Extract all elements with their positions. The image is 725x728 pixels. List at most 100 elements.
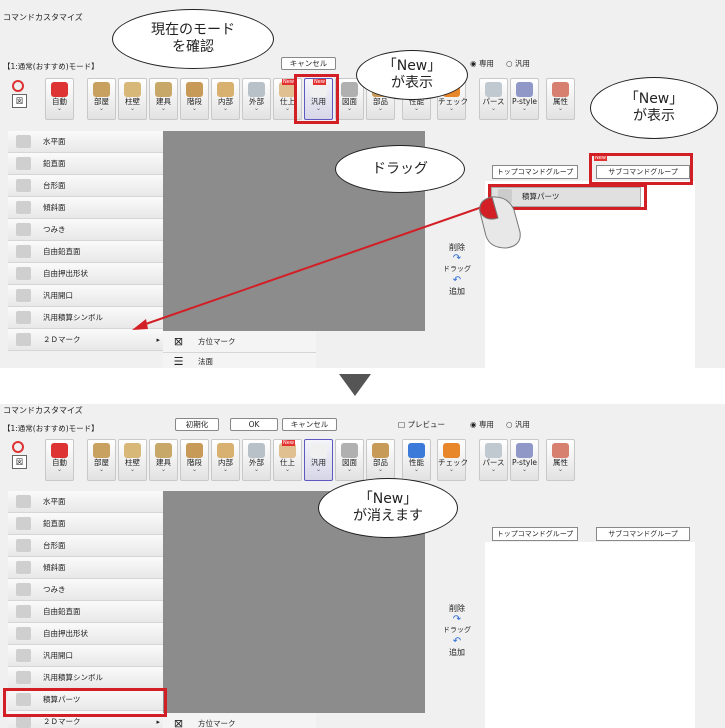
ribbon-button[interactable]: 仕上⌄New [273, 78, 302, 120]
ribbon-tool-icon [552, 82, 569, 97]
new-badge: New [313, 79, 326, 85]
submenu-item[interactable]: ⊠方位マーク [163, 713, 316, 728]
list-item[interactable]: つみき [8, 219, 163, 241]
list-item[interactable]: つみき [8, 579, 163, 601]
ribbon-button[interactable]: 部屋⌄ [87, 439, 116, 481]
chevron-down-icon: ⌄ [377, 466, 384, 473]
ribbon-tool-icon [93, 82, 110, 97]
ribbon-button[interactable]: 建具⌄ [149, 439, 178, 481]
chevron-down-icon: ⌄ [56, 466, 63, 473]
chevron-down-icon: ⌄ [129, 466, 136, 473]
command-icon [16, 649, 31, 662]
new-badge: New [282, 79, 295, 85]
cancel-tool-icon[interactable]: 図 [9, 441, 31, 479]
ribbon-button[interactable]: 建具⌄ [149, 78, 178, 120]
list-item[interactable]: 水平面 [8, 131, 163, 153]
list-item[interactable]: 傾斜面 [8, 557, 163, 579]
ribbon-button[interactable]: P-style⌄ [510, 78, 539, 120]
radio-general[interactable]: ○ 汎用 [506, 59, 530, 68]
cancel-button[interactable]: キャンセル [282, 418, 337, 431]
command-icon [16, 289, 31, 302]
chevron-down-icon: ⌄ [315, 105, 322, 112]
submenu-item[interactable]: ⊠方位マーク [163, 331, 316, 353]
radio-dedicated[interactable]: ◉ 専用 [470, 59, 494, 68]
list-item[interactable]: 傾斜面 [8, 197, 163, 219]
ribbon-button[interactable]: 属性⌄ [546, 439, 575, 481]
ribbon-tool-icon [516, 82, 533, 97]
ribbon-button-label: 性能 [409, 458, 424, 467]
ribbon-button[interactable]: 属性⌄ [546, 78, 575, 120]
ribbon-button[interactable]: 階段⌄ [180, 439, 209, 481]
tab-sub-group[interactable]: サブコマンドグループ [596, 165, 690, 179]
submenu: ⊠方位マーク [163, 713, 316, 728]
after-screenshot: コマンドカスタマイズ 【1:通常(おすすめ)モード】 初期化 OK キャンセル … [0, 404, 725, 728]
chevron-down-icon: ⌄ [521, 466, 528, 473]
tab-sub-group[interactable]: サブコマンドグループ [596, 527, 690, 541]
ribbon-button-label: 仕上 [280, 97, 295, 106]
list-item-label: ２Ｄマーク [43, 717, 81, 726]
tab-top-group[interactable]: トップコマンドグループ [492, 165, 578, 179]
ribbon-button[interactable]: 仕上⌄New [273, 439, 302, 481]
chevron-down-icon: ⌄ [521, 105, 528, 112]
ribbon-tool-icon [248, 443, 265, 458]
ribbon-button[interactable]: 部屋⌄ [87, 78, 116, 120]
ribbon-tool-icon [310, 82, 327, 97]
command-icon [16, 495, 31, 508]
list-item[interactable]: 台形面 [8, 175, 163, 197]
ribbon-button[interactable]: 汎用⌄New [304, 78, 333, 120]
ribbon-button[interactable]: パース⌄ [479, 78, 508, 120]
init-button[interactable]: 初期化 [175, 418, 219, 431]
list-item[interactable]: 自由押出形状 [8, 263, 163, 285]
submenu-item[interactable]: ☰法面 [163, 353, 316, 368]
sub-group-item[interactable]: 積算パーツ [491, 187, 641, 207]
list-item[interactable]: 水平面 [8, 491, 163, 513]
ribbon-button[interactable]: 自動⌄ [45, 439, 74, 481]
cancel-tool-icon[interactable]: 図 [9, 80, 31, 118]
ribbon-tool-icon [124, 443, 141, 458]
submenu-item-label: 方位マーク [198, 337, 236, 346]
list-item[interactable]: 自由鉛直面 [8, 241, 163, 263]
ribbon-button[interactable]: パース⌄ [479, 439, 508, 481]
ribbon-button-label: 自動 [52, 97, 67, 106]
list-item[interactable]: 自由鉛直面 [8, 601, 163, 623]
ribbon-button-label: 部品 [373, 97, 388, 106]
chevron-down-icon: ⌄ [284, 466, 291, 473]
ok-button[interactable]: OK [230, 418, 278, 431]
list-item[interactable]: 自由押出形状 [8, 623, 163, 645]
ribbon-button[interactable]: 柱壁⌄ [118, 78, 147, 120]
radio-dedicated[interactable]: ◉ 専用 [470, 420, 494, 429]
radio-general[interactable]: ○ 汎用 [506, 420, 530, 429]
tab-top-group[interactable]: トップコマンドグループ [492, 527, 578, 541]
ribbon-button[interactable]: チェック⌄ [437, 439, 468, 481]
cancel-button[interactable]: キャンセル [281, 57, 336, 70]
ribbon-button-label: 属性 [553, 458, 568, 467]
list-item[interactable]: 積算パーツ [8, 689, 163, 711]
command-icon [16, 267, 31, 280]
ribbon-button[interactable]: 柱壁⌄ [118, 439, 147, 481]
ribbon-button[interactable]: 内部⌄ [211, 439, 240, 481]
list-item[interactable]: 汎用開口 [8, 285, 163, 307]
ribbon-button[interactable]: 自動⌄ [45, 78, 74, 120]
preview-checkbox[interactable]: □ プレビュー [398, 420, 445, 429]
ribbon-button[interactable]: 外部⌄ [242, 78, 271, 120]
ribbon-button-label: 図面 [342, 458, 357, 467]
chevron-down-icon: ⌄ [490, 105, 497, 112]
mode-label: 【1:通常(おすすめ)モード】 [3, 62, 99, 71]
list-item[interactable]: ２Ｄマーク▸ [8, 329, 163, 351]
list-item[interactable]: 鉛直面 [8, 153, 163, 175]
ribbon-button[interactable]: 図面⌄ [335, 78, 364, 120]
submenu-item-label: 法面 [198, 357, 213, 366]
down-arrow-icon [339, 374, 371, 396]
ribbon-button-label: 内部 [218, 97, 233, 106]
ribbon-button[interactable]: P-style⌄ [510, 439, 539, 481]
list-item[interactable]: 汎用開口 [8, 645, 163, 667]
ribbon-button[interactable]: 階段⌄ [180, 78, 209, 120]
ribbon-button[interactable]: 図面⌄ [335, 439, 364, 481]
list-item[interactable]: 汎用積算シンボル [8, 307, 163, 329]
list-item[interactable]: 台形面 [8, 535, 163, 557]
list-item[interactable]: 鉛直面 [8, 513, 163, 535]
ribbon-button[interactable]: 汎用⌄ [304, 439, 333, 481]
ribbon-button[interactable]: 内部⌄ [211, 78, 240, 120]
ribbon-button[interactable]: 外部⌄ [242, 439, 271, 481]
